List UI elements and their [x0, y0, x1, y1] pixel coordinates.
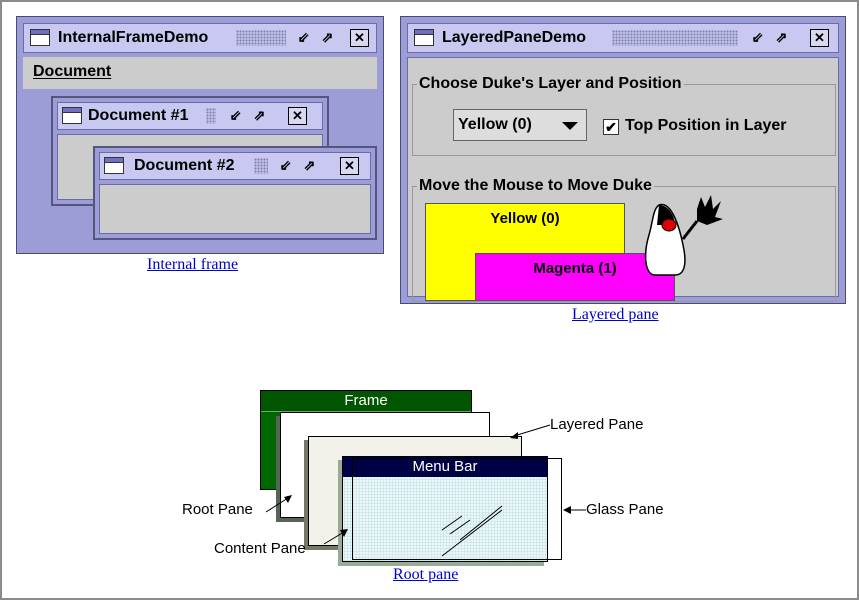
- root-pane-diagram: Frame Menu Bar Layered Pane Glass Pane: [172, 382, 692, 572]
- window-icon: [104, 157, 124, 174]
- content-pane-layer: Menu Bar: [342, 456, 548, 562]
- maximize-icon[interactable]: ⇗: [253, 107, 266, 123]
- combo-value: Yellow (0): [458, 116, 532, 133]
- layer-position-group: Choose Duke's Layer and Position Yellow …: [412, 75, 836, 156]
- menu-bar: Document: [23, 57, 377, 90]
- window-title: InternalFrameDemo: [58, 29, 209, 46]
- layered-pane-demo-window[interactable]: LayeredPaneDemo ⇙ ⇗ ✕ Choose Duke's Laye…: [400, 16, 846, 304]
- close-icon[interactable]: ✕: [350, 29, 369, 47]
- duke-mascot-icon: [644, 195, 723, 276]
- layered-pane-demo-content: Choose Duke's Layer and Position Yellow …: [407, 57, 839, 302]
- layered-pane-link[interactable]: Layered pane: [572, 306, 659, 323]
- glass-pane-label: Glass Pane: [586, 501, 664, 518]
- duke-area-group: Move the Mouse to Move Duke Yellow (0) M…: [412, 177, 836, 302]
- layered-pane-label: Layered Pane: [550, 416, 644, 433]
- arrow-icon: [265, 495, 292, 513]
- close-icon[interactable]: ✕: [288, 107, 307, 125]
- arrow-icon: [323, 529, 348, 545]
- maximize-icon[interactable]: ⇗: [321, 29, 334, 45]
- arrow-icon: [510, 424, 551, 439]
- magenta-layer-box: Magenta (1): [475, 253, 675, 301]
- title-grip: [612, 30, 738, 46]
- frame-label: Frame: [261, 391, 471, 412]
- internal-frame-demo-titlebar[interactable]: InternalFrameDemo ⇙ ⇗ ✕: [23, 23, 377, 53]
- minimize-icon[interactable]: ⇙: [297, 29, 310, 45]
- document-1-titlebar[interactable]: Document #1 ⇙ ⇗ ✕: [57, 102, 323, 130]
- document-2-content: [99, 184, 371, 234]
- title-grip: [236, 30, 286, 46]
- window-title: LayeredPaneDemo: [442, 29, 587, 46]
- maximize-icon[interactable]: ⇗: [775, 29, 788, 45]
- top-position-checkbox[interactable]: ✔: [603, 119, 619, 135]
- minimize-icon[interactable]: ⇙: [279, 157, 292, 173]
- title-grip: [206, 108, 216, 124]
- yellow-layer-label: Yellow (0): [490, 210, 560, 227]
- window-icon: [414, 29, 434, 46]
- chevron-down-icon: [562, 122, 578, 130]
- internal-frame-demo-content: Document Document #1 ⇙ ⇗ ✕: [23, 57, 377, 247]
- close-icon[interactable]: ✕: [340, 157, 359, 175]
- checkbox-label: Top Position in Layer: [625, 117, 787, 134]
- minimize-icon[interactable]: ⇙: [229, 107, 242, 123]
- layered-pane-demo-titlebar[interactable]: LayeredPaneDemo ⇙ ⇗ ✕: [407, 23, 839, 53]
- document-2-frame[interactable]: Document #2 ⇙ ⇗ ✕: [93, 146, 377, 240]
- title-grip: [254, 158, 268, 174]
- window-icon: [30, 29, 50, 46]
- menu-bar-strip: Menu Bar: [343, 457, 547, 477]
- desktop-pane: Document #1 ⇙ ⇗ ✕ Document #2 ⇙: [23, 90, 377, 247]
- group-2-label: Move the Mouse to Move Duke: [417, 177, 654, 195]
- internal-frame-demo-window[interactable]: InternalFrameDemo ⇙ ⇗ ✕ Document Documen…: [16, 16, 384, 254]
- magenta-layer-label: Magenta (1): [533, 260, 617, 277]
- document-2-titlebar[interactable]: Document #2 ⇙ ⇗ ✕: [99, 152, 371, 180]
- group-1-label: Choose Duke's Layer and Position: [417, 75, 684, 93]
- menu-document[interactable]: Document: [33, 63, 112, 80]
- root-pane-label: Root Pane: [182, 501, 253, 518]
- glass-pane-layer: [352, 458, 562, 560]
- document-2-title: Document #2: [134, 157, 235, 174]
- window-icon: [62, 107, 82, 124]
- root-pane-link[interactable]: Root pane: [393, 566, 459, 583]
- glass-reflection-icon: [441, 505, 503, 557]
- internal-frame-link[interactable]: Internal frame: [147, 256, 239, 273]
- content-pane-label: Content Pane: [214, 540, 306, 557]
- document-1-title: Document #1: [88, 107, 189, 124]
- arrow-icon: [563, 506, 586, 514]
- minimize-icon[interactable]: ⇙: [751, 29, 764, 45]
- layer-combo-box[interactable]: Yellow (0): [453, 109, 587, 141]
- maximize-icon[interactable]: ⇗: [303, 157, 316, 173]
- close-icon[interactable]: ✕: [810, 29, 829, 47]
